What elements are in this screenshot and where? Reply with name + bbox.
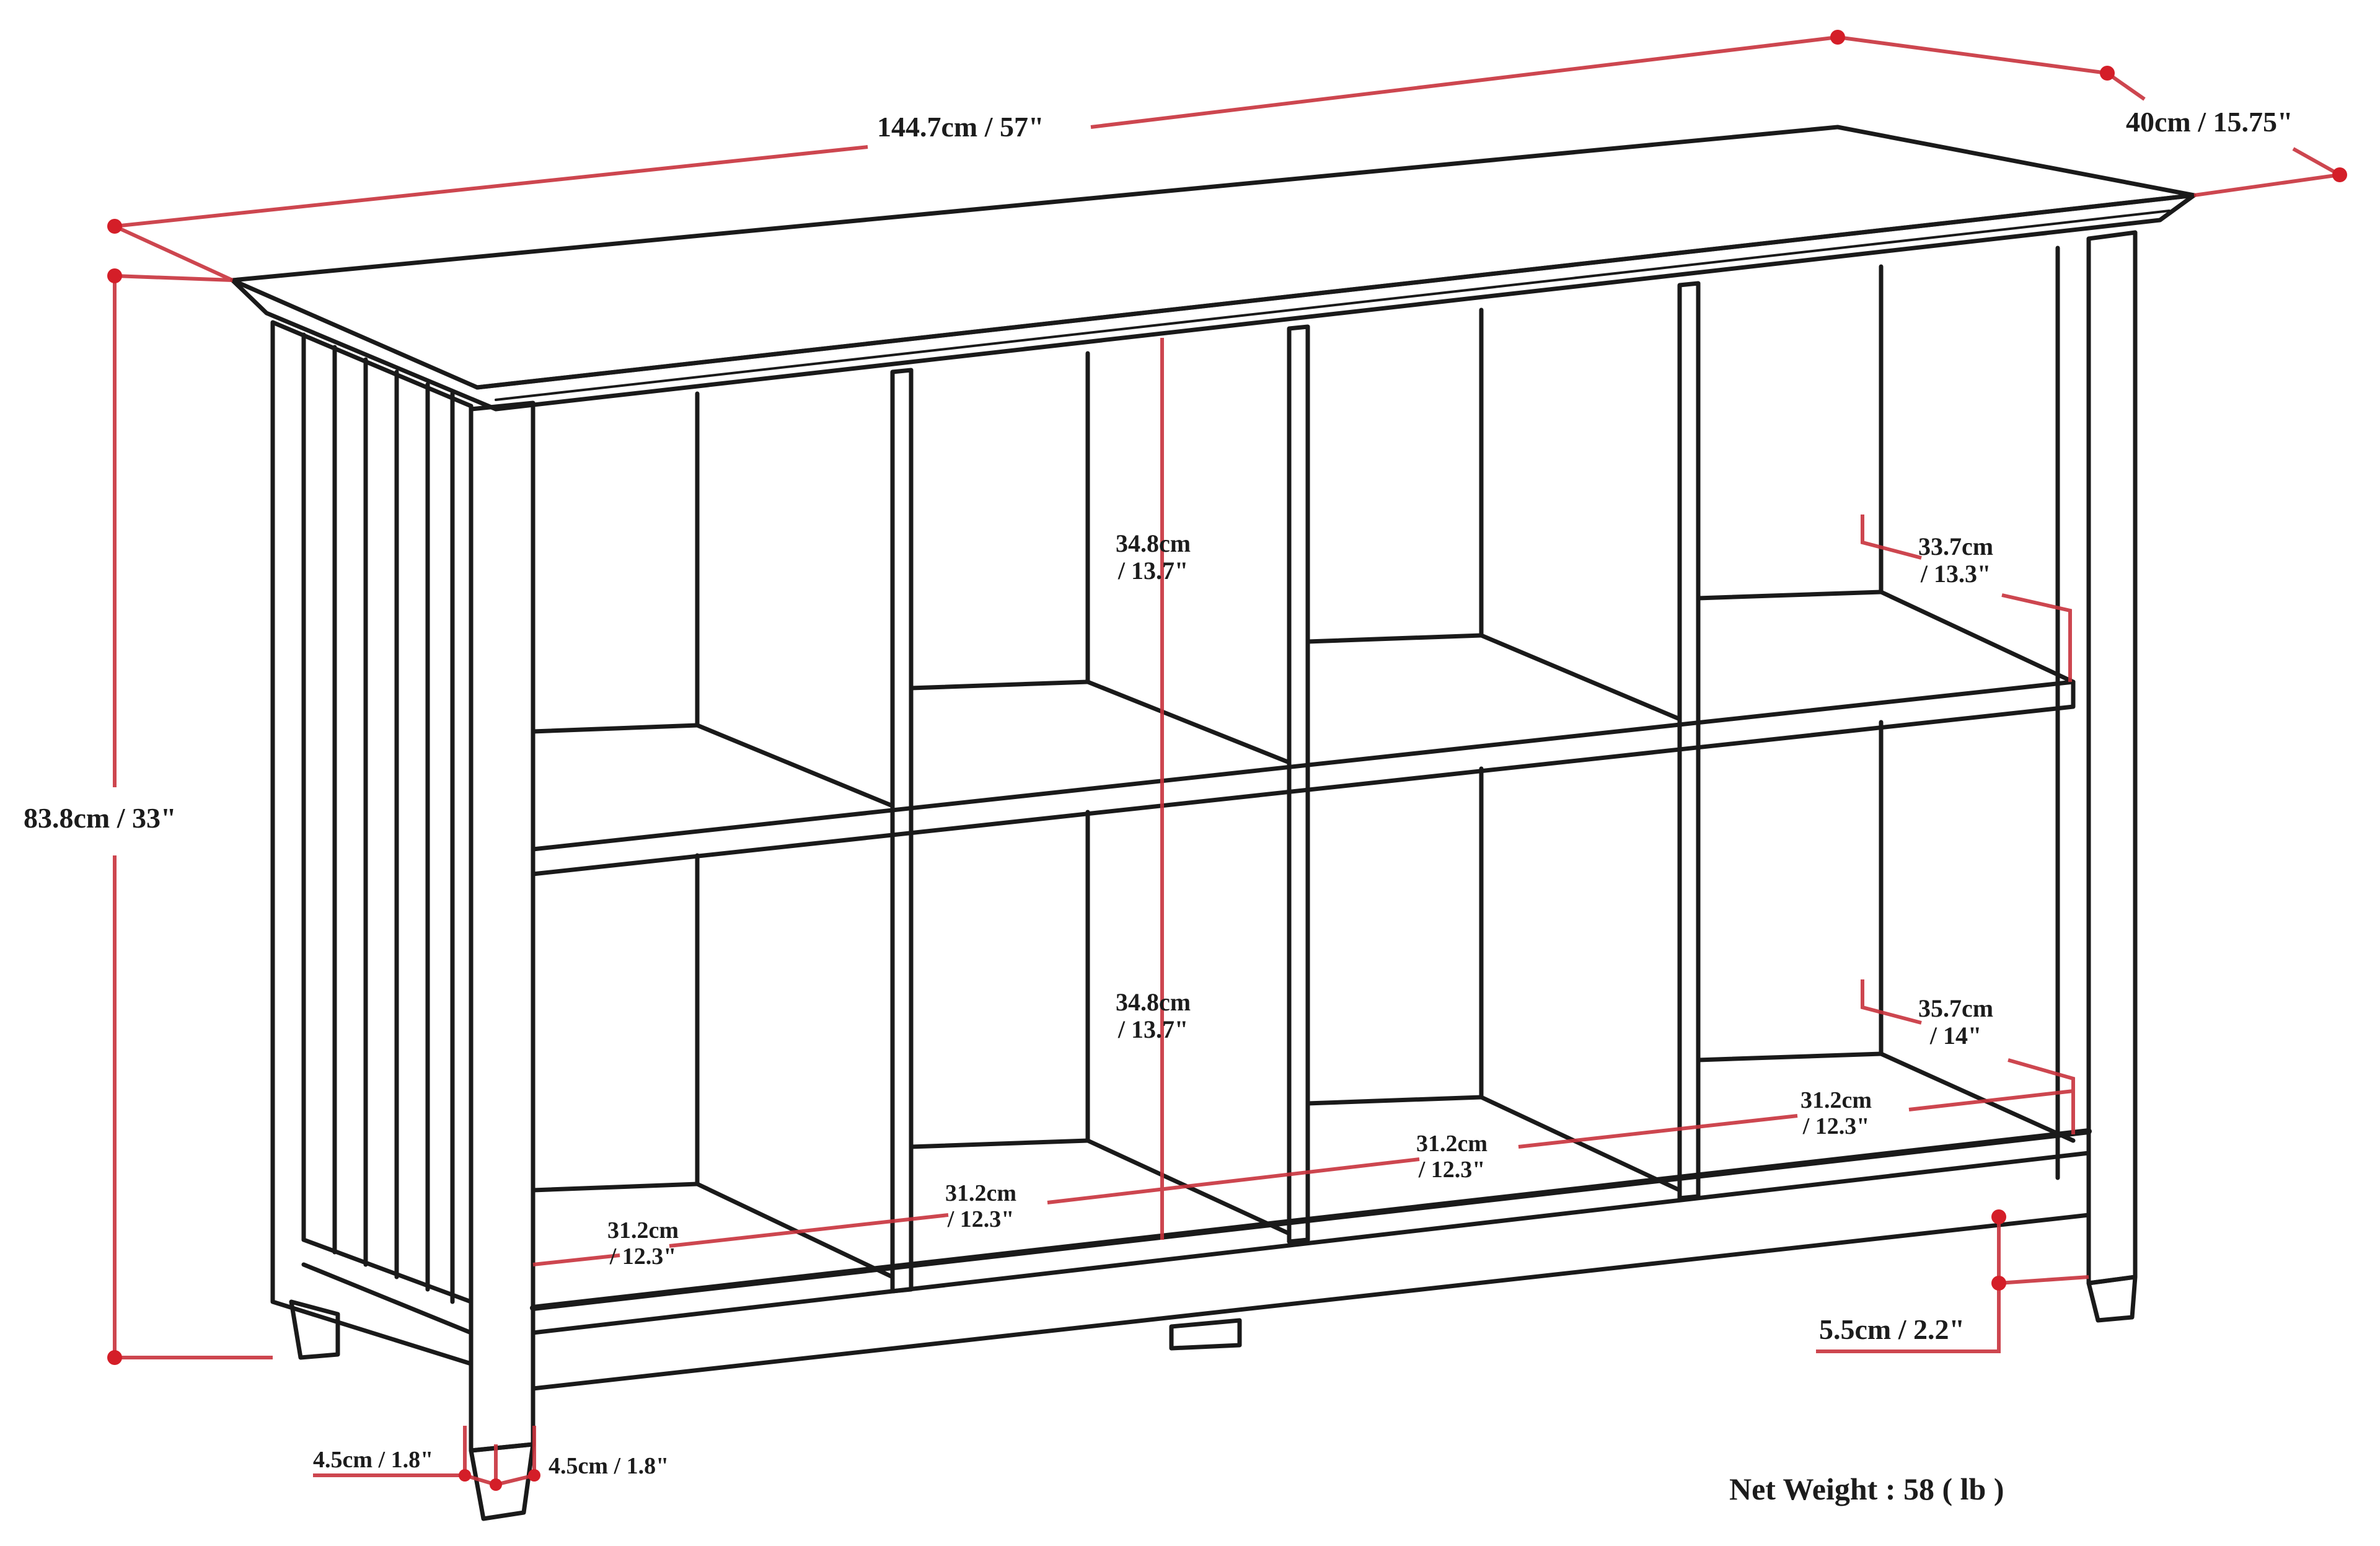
front-right-post — [2086, 230, 2138, 1286]
cubby-width-label-2: 31.2cm / 12.3" — [945, 1180, 1017, 1233]
lower-cubby-depth-cm: 35.7cm — [1918, 994, 1994, 1022]
cubby-width-4-in: / 12.3" — [1802, 1113, 1870, 1139]
cubby-width-label-3: 31.2cm / 12.3" — [1416, 1131, 1488, 1183]
overall-width-label: 144.7cm / 57" — [877, 111, 1044, 143]
lower-cubby-depth-in: / 14" — [1929, 1022, 1982, 1049]
overall-depth-label: 40cm / 15.75" — [2126, 106, 2293, 138]
cubby-width-1-in: / 12.3" — [609, 1243, 677, 1270]
dimension-dots — [107, 30, 2347, 1491]
cubby-width-label-4: 31.2cm / 12.3" — [1800, 1087, 1872, 1140]
net-weight-label: Net Weight : 58 ( lb ) — [1729, 1472, 2004, 1506]
upper-cubby-height-cm: 34.8cm — [1116, 529, 1191, 557]
upper-cubby-depth-label: 33.7cm / 13.3" — [1918, 533, 1993, 588]
upper-cubby-height-in: / 13.7" — [1117, 557, 1189, 585]
upper-cubby-depth-cm: 33.7cm — [1918, 532, 1994, 560]
cubby-width-3-in: / 12.3" — [1418, 1156, 1486, 1183]
cubby-width-2-in: / 12.3" — [947, 1206, 1015, 1232]
cubby-width-2-cm: 31.2cm — [945, 1180, 1017, 1206]
bottom-rail — [531, 1151, 2091, 1391]
leg-width-left-label: 4.5cm / 1.8" — [313, 1447, 434, 1473]
leg-width-right-label: 4.5cm / 1.8" — [549, 1453, 669, 1479]
cubby-width-4-cm: 31.2cm — [1800, 1087, 1872, 1113]
lower-cubby-height-label: 34.8cm / 13.7" — [1116, 989, 1191, 1043]
upper-cubby-depth-in: / 13.3" — [1920, 560, 1991, 588]
lower-cubby-height-in: / 13.7" — [1117, 1015, 1189, 1043]
cubby-width-label-1: 31.2cm / 12.3" — [607, 1217, 679, 1270]
lower-cubby-height-cm: 34.8cm — [1116, 988, 1191, 1016]
middle-shelf — [531, 679, 2076, 877]
cubby-width-1-cm: 31.2cm — [607, 1217, 679, 1243]
dimension-lines — [113, 35, 2341, 1487]
lower-cubby-depth-label: 35.7cm / 14" — [1918, 995, 1993, 1049]
overall-height-label: 83.8cm / 33" — [24, 802, 177, 834]
upper-cubby-height-label: 34.8cm / 13.7" — [1116, 530, 1191, 585]
cubby-width-3-cm: 31.2cm — [1416, 1131, 1488, 1157]
front-left-post — [469, 400, 536, 1453]
floor-clearance-label: 5.5cm / 2.2" — [1819, 1314, 1965, 1345]
top-surface — [230, 125, 2197, 390]
